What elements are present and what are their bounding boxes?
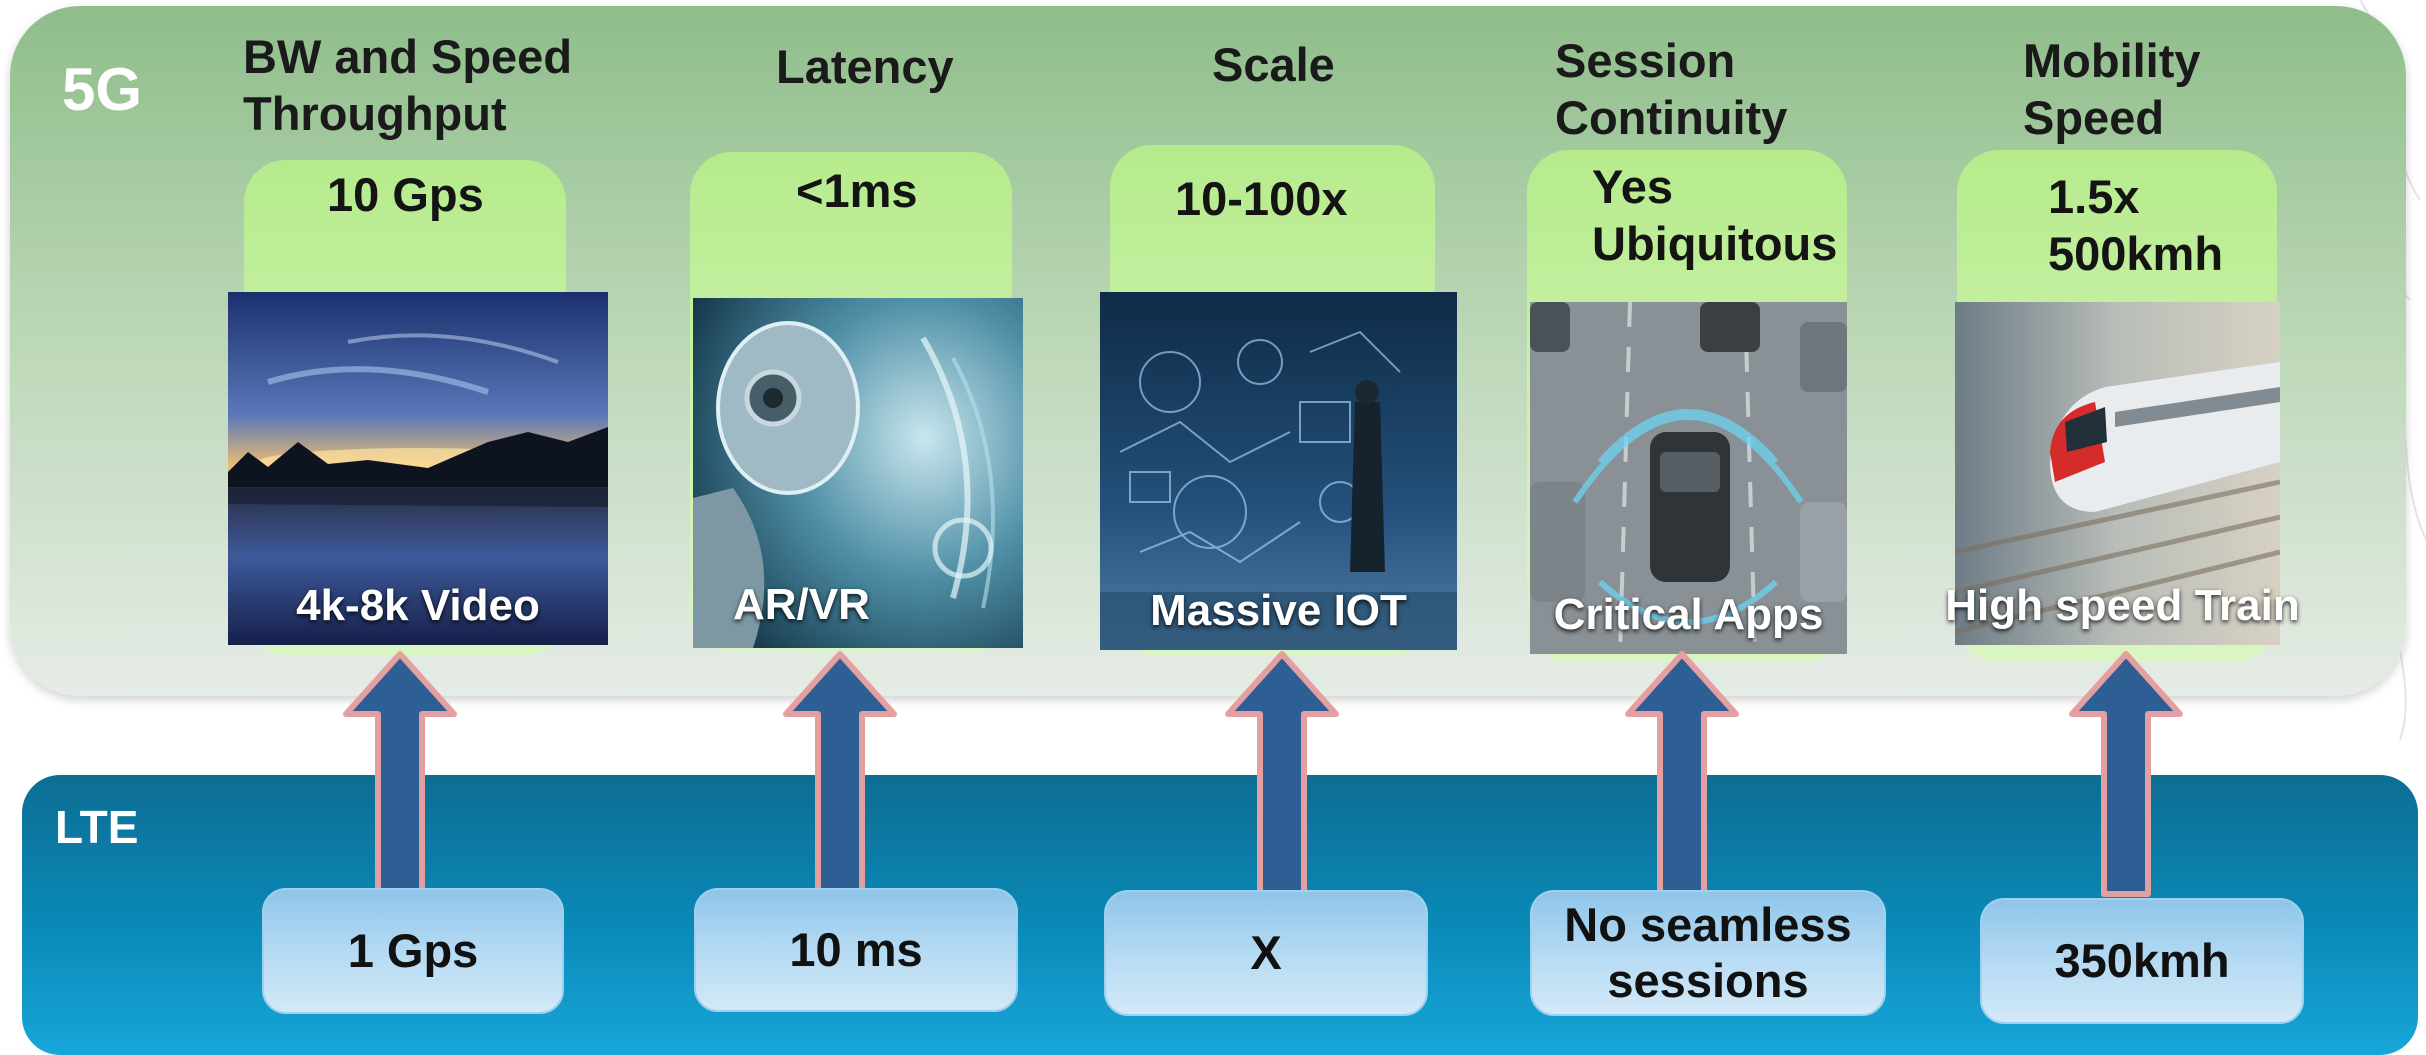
5g-label: 5G [62, 56, 143, 123]
lte-box-mobility: 350kmh [1980, 898, 2304, 1024]
header-latency: Latency [776, 40, 954, 93]
header-scale: Scale [1212, 38, 1335, 91]
sunset-lake-photo: 4k-8k Video [228, 292, 608, 645]
businessman-iot-network-photo: Massive IOT [1100, 292, 1457, 650]
caption-ar-vr: AR/VR [733, 580, 870, 629]
upgrade-arrow-session [1624, 651, 1740, 897]
lte-label: LTE [55, 801, 139, 853]
header-bandwidth: BW and Speed Throughput [243, 30, 573, 140]
upgrade-arrow-mobility [2068, 651, 2184, 897]
upgrade-arrow-latency [782, 651, 898, 897]
lte-value-session: No seamless sessions [1564, 898, 1852, 1007]
connected-cars-highway-photo: Critical Apps [1530, 302, 1847, 654]
lte-value-scale: X [1250, 926, 1282, 979]
lte-value-latency: 10 ms [789, 923, 923, 976]
lte-box-latency: 10 ms [694, 888, 1018, 1012]
metric-value-bandwidth: 10 Gps [327, 168, 484, 221]
caption-critical-apps: Critical Apps [1553, 590, 1824, 639]
android-robot-photo: AR/VR [693, 298, 1023, 648]
lte-box-bandwidth: 1 Gps [262, 888, 564, 1014]
caption-massive-iot: Massive IOT [1150, 586, 1407, 635]
metric-value-session: Yes Ubiquitous [1592, 160, 1838, 270]
upgrade-arrow-scale [1224, 651, 1340, 897]
metric-value-scale: 10-100x [1175, 172, 1348, 225]
lte-value-mobility: 350kmh [2054, 934, 2230, 987]
lte-box-scale: X [1104, 890, 1428, 1016]
lte-value-bandwidth: 1 Gps [347, 924, 479, 977]
header-session-continuity: Session Continuity [1555, 34, 1788, 144]
high-speed-train-photo: High speed Train [1945, 302, 2300, 645]
header-mobility-speed: Mobility Speed [2023, 34, 2201, 144]
metric-value-latency: <1ms [796, 164, 918, 217]
lte-box-session: No seamless sessions [1530, 890, 1886, 1016]
upgrade-arrow-bandwidth [342, 651, 458, 897]
caption-video: 4k-8k Video [296, 581, 540, 630]
caption-high-speed-train: High speed Train [1945, 581, 2300, 630]
metric-value-mobility: 1.5x 500kmh [2048, 170, 2224, 280]
